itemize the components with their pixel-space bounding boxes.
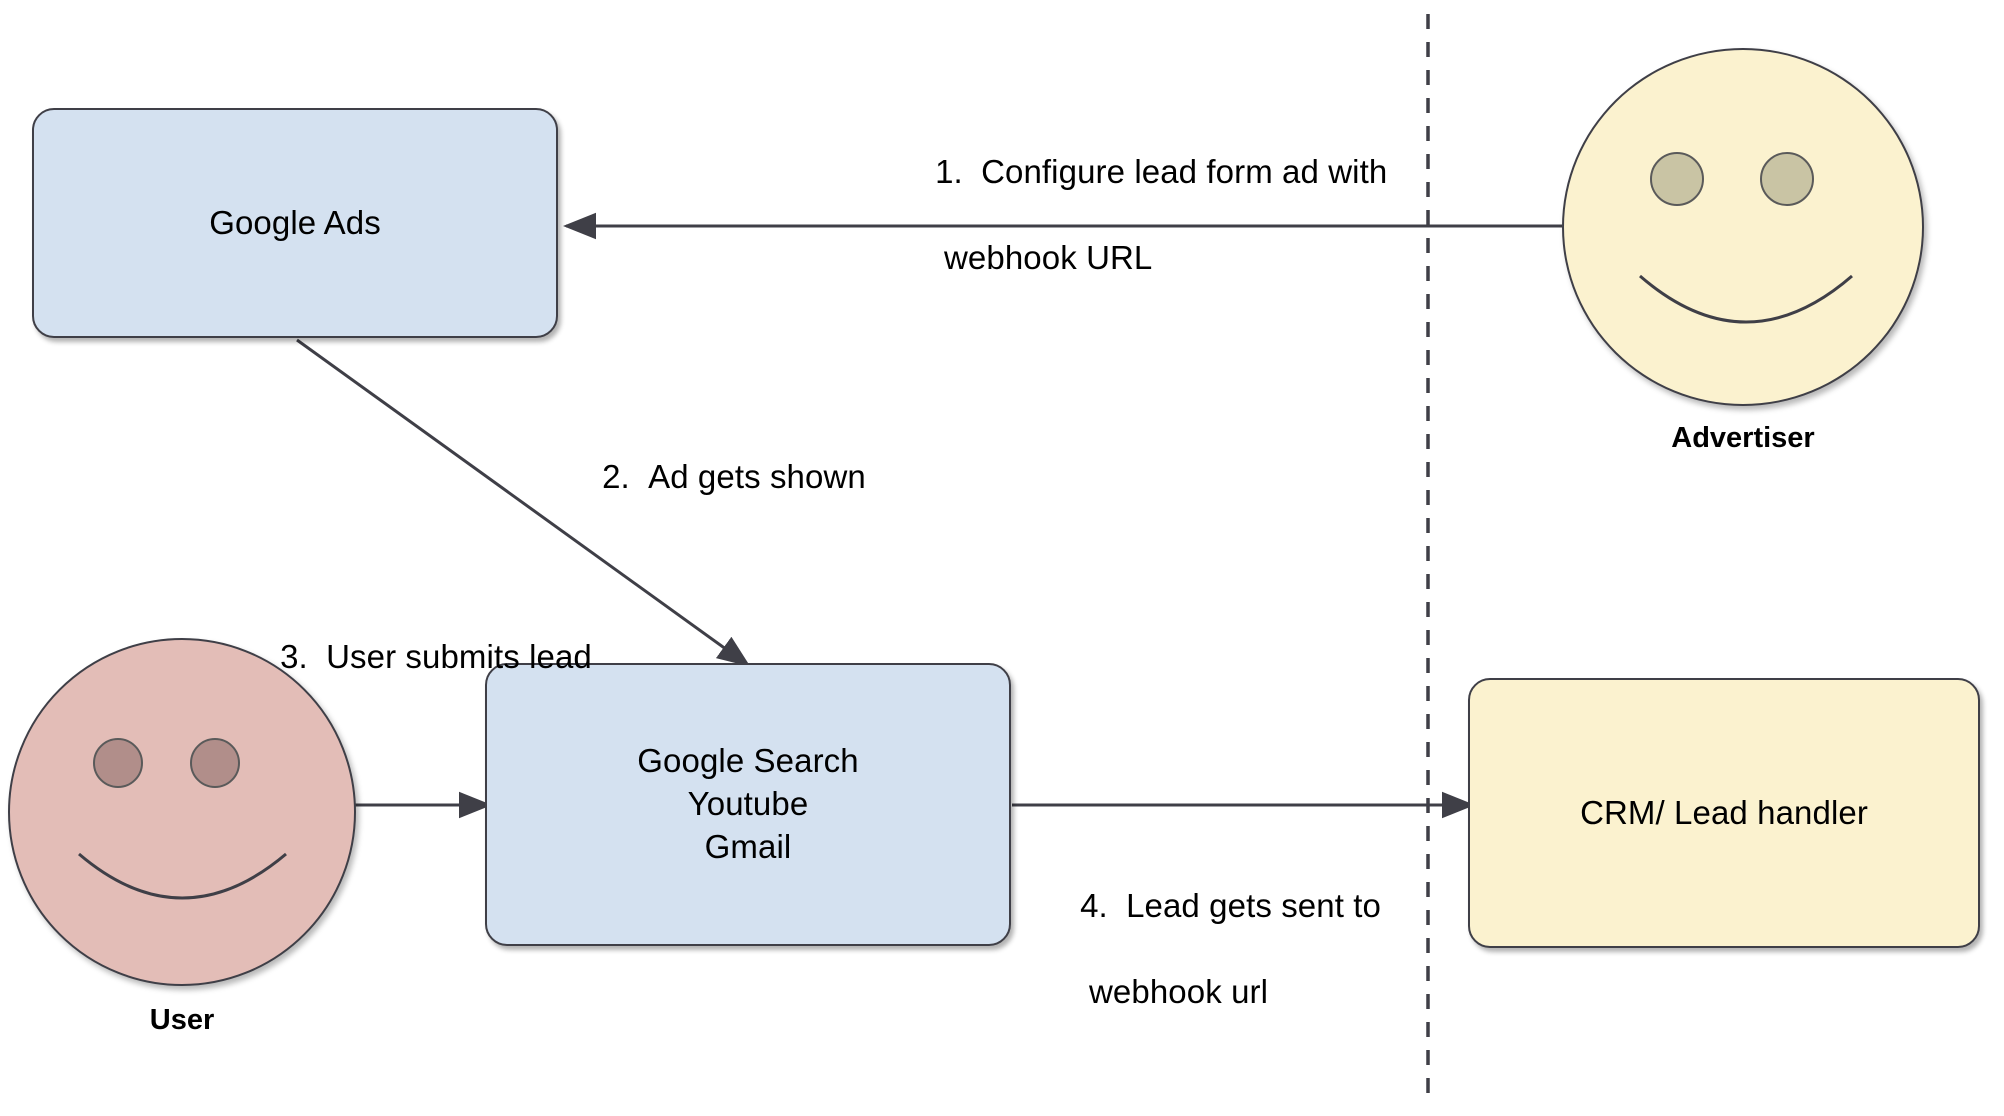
actor-advertiser-label: Advertiser: [1671, 422, 1815, 454]
edge-label-step-1-line1: Configure lead form ad with: [981, 152, 1388, 190]
edge-label-step-3: 3. User submits lead: [243, 593, 592, 722]
edge-label-step-3-number: 3.: [280, 637, 308, 675]
left-eye-icon: [1650, 152, 1704, 206]
smile-mouth-icon: [1639, 274, 1853, 324]
edge-label-step-1-number: 1.: [935, 152, 963, 190]
node-surfaces-line-gmail: Gmail: [704, 827, 792, 865]
node-google-ads-label: Google Ads: [209, 203, 381, 241]
right-eye-icon: [190, 738, 240, 788]
left-eye-icon: [93, 738, 143, 788]
edge-label-step-4-line2: webhook url: [1089, 972, 1269, 1010]
edge-label-step-4-line1: Lead gets sent to: [1126, 886, 1381, 924]
actor-advertiser[interactable]: Advertiser: [1562, 48, 1924, 454]
edge-label-step-1: 1. Configure lead form ad with webhook UR…: [898, 108, 1387, 365]
edge-label-step-4-number: 4.: [1080, 886, 1108, 924]
edge-label-step-2-line1: Ad gets shown: [648, 457, 866, 495]
node-surfaces-line-google-search: Google Search: [637, 742, 859, 780]
edge-label-step-3-line1: User submits lead: [326, 637, 592, 675]
node-google-surfaces-labels: Google Search Youtube Gmail: [637, 740, 858, 869]
node-google-ads[interactable]: Google Ads: [32, 108, 558, 338]
smiley-face-icon: [8, 638, 356, 986]
smile-mouth-icon: [78, 852, 287, 900]
node-crm-label: CRM/ Lead handler: [1580, 793, 1868, 831]
edge-label-step-1-line2: webhook URL: [944, 238, 1153, 276]
node-surfaces-line-youtube: Youtube: [687, 785, 809, 823]
actor-user-label: User: [149, 1004, 215, 1036]
actor-user[interactable]: User: [8, 638, 356, 1036]
node-crm-lead-handler[interactable]: CRM/ Lead handler: [1468, 678, 1980, 948]
smiley-face-icon: [1562, 48, 1924, 406]
edge-label-step-2: 2. Ad gets shown: [565, 413, 866, 542]
node-google-surfaces[interactable]: Google Search Youtube Gmail: [485, 663, 1011, 946]
edge-label-step-4: 4. Lead gets sent to webhook url: [1043, 842, 1381, 1099]
edge-label-step-2-number: 2.: [602, 457, 630, 495]
right-eye-icon: [1760, 152, 1814, 206]
